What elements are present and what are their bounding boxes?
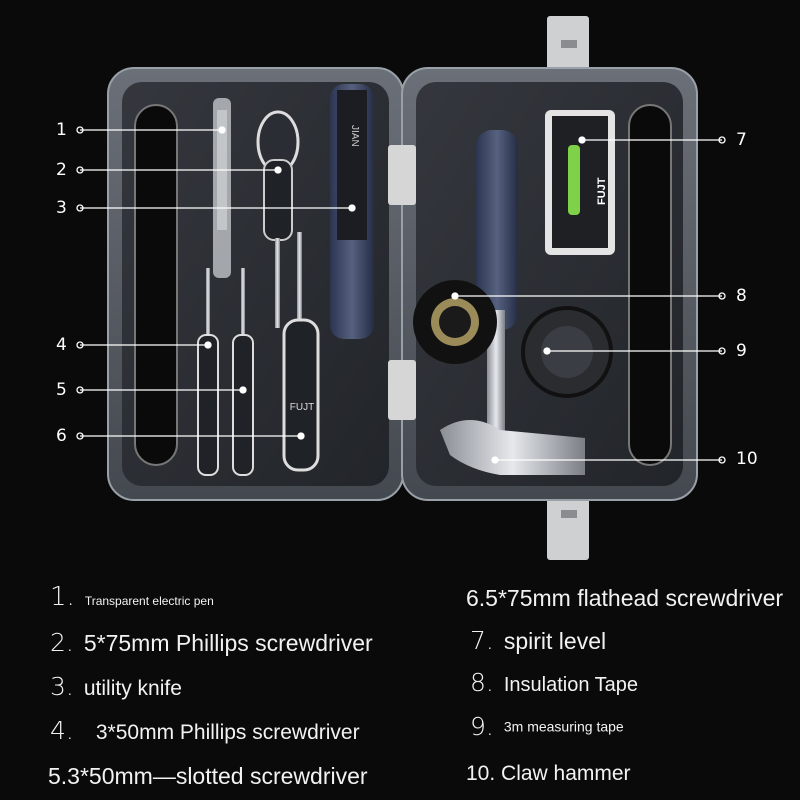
- legend-text-10: 10. Claw hammer: [466, 762, 631, 785]
- callout-8: 8: [736, 286, 747, 306]
- hinge-bottom: [388, 360, 416, 420]
- legend-num-7: 7.: [470, 626, 494, 655]
- callout-3: 3: [56, 198, 67, 218]
- legend-num-1: 1.: [50, 582, 75, 612]
- hinge-top: [388, 145, 416, 205]
- claw-hammer: [440, 130, 585, 475]
- legend-text-5: 5.3*50mm—slotted screwdriver: [48, 763, 368, 789]
- callout-4: 4: [56, 335, 67, 355]
- callout-7: 7: [736, 130, 747, 150]
- legend-text-6: 6.5*75mm flathead screwdriver: [466, 585, 784, 611]
- legend-item-1: 1. Transparent electric pen: [50, 582, 214, 612]
- callout-10: 10: [736, 449, 758, 469]
- level-brand: FUJT: [596, 177, 608, 205]
- legend-item-7: 7. spirit level: [470, 626, 606, 655]
- callout-9: 9: [736, 341, 747, 361]
- legend-item-4: 4. 3*50mm Phillips screwdriver: [50, 716, 360, 745]
- callout-5: 5: [56, 380, 67, 400]
- legend-item-10: 10. Claw hammer: [466, 762, 631, 786]
- parts-legend: 1. Transparent electric pen 2. 5*75mm Phil…: [0, 560, 800, 800]
- legend-text-2: 5*75mm Phillips screwdriver: [83, 630, 373, 656]
- legend-item-5: 5.3*50mm—slotted screwdriver: [48, 763, 368, 790]
- insulation-tape: [413, 280, 497, 364]
- legend-item-6: 6.5*75mm flathead screwdriver: [466, 585, 783, 612]
- knife-label: JIAN: [349, 125, 360, 147]
- legend-text-9: 3m measuring tape: [503, 718, 624, 735]
- electric-pen: [213, 98, 231, 278]
- legend-item-3: 3. utility knife: [50, 672, 182, 701]
- slotted-screwdriver-small: [232, 268, 254, 476]
- case-left-half: [107, 67, 404, 501]
- legend-item-9: 9. 3m measuring tape: [470, 712, 624, 741]
- tool-kit-photo: JIAN FUJT FUJT: [76, 16, 726, 560]
- callout-2: 2: [56, 160, 67, 180]
- legend-item-8: 8. Insulation Tape: [470, 668, 638, 697]
- legend-text-3: utility knife: [83, 677, 182, 700]
- phillips-screwdriver-small: [197, 268, 219, 476]
- flathead-screwdriver: FUJT: [282, 232, 320, 472]
- measuring-tape: [521, 306, 613, 398]
- callout-6: 6: [56, 426, 67, 446]
- legend-text-7: spirit level: [503, 628, 607, 654]
- callout-1: 1: [56, 120, 67, 140]
- bottom-latch: [547, 488, 589, 560]
- legend-num-9: 9.: [470, 712, 494, 741]
- legend-item-2: 2. 5*75mm Phillips screwdriver: [50, 628, 373, 657]
- case-right-half: [401, 67, 698, 501]
- legend-num-3: 3.: [50, 672, 74, 701]
- spirit-level: FUJT: [545, 110, 615, 255]
- screwdriver-brand: FUJT: [290, 402, 314, 413]
- legend-text-1: Transparent electric pen: [84, 593, 214, 608]
- legend-text-4: 3*50mm Phillips screwdriver: [95, 721, 360, 744]
- callout-lines: [76, 126, 726, 464]
- utility-knife: JIAN: [330, 84, 374, 339]
- phillips-screwdriver-large: [256, 110, 300, 328]
- legend-text-8: Insulation Tape: [503, 674, 639, 696]
- legend-num-4: 4.: [50, 716, 74, 745]
- top-latch: [547, 16, 589, 76]
- legend-num-8: 8.: [470, 668, 494, 697]
- legend-num-2: 2.: [50, 628, 74, 657]
